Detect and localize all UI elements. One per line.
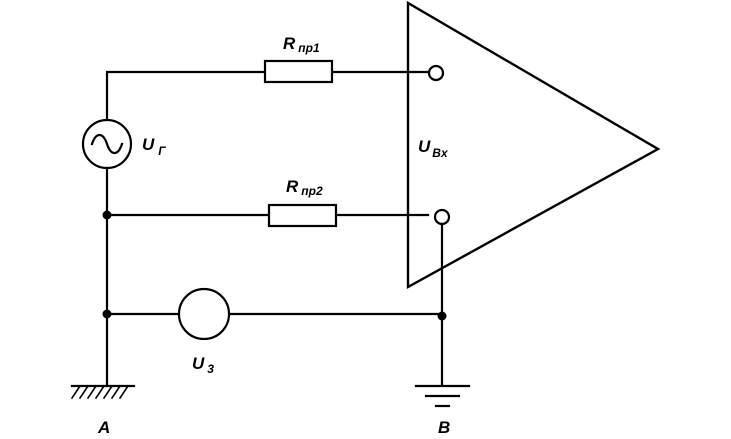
resistor-r2 xyxy=(267,203,338,228)
input-terminal-1 xyxy=(427,64,445,82)
junction-dot xyxy=(102,309,112,319)
u3-source xyxy=(177,287,231,341)
wire-top xyxy=(105,70,430,122)
amplifier-triangle xyxy=(406,0,661,290)
junction-dot xyxy=(437,311,447,321)
label-node-a: A xyxy=(97,418,110,437)
input-terminal-2 xyxy=(433,208,451,226)
ground-a-symbol xyxy=(70,384,136,400)
sine-wave-icon xyxy=(90,133,124,155)
resistor-r1 xyxy=(263,59,334,84)
label-node-b: B xyxy=(438,418,450,437)
ground-b-symbol xyxy=(414,384,471,408)
junction-dot xyxy=(102,210,112,220)
